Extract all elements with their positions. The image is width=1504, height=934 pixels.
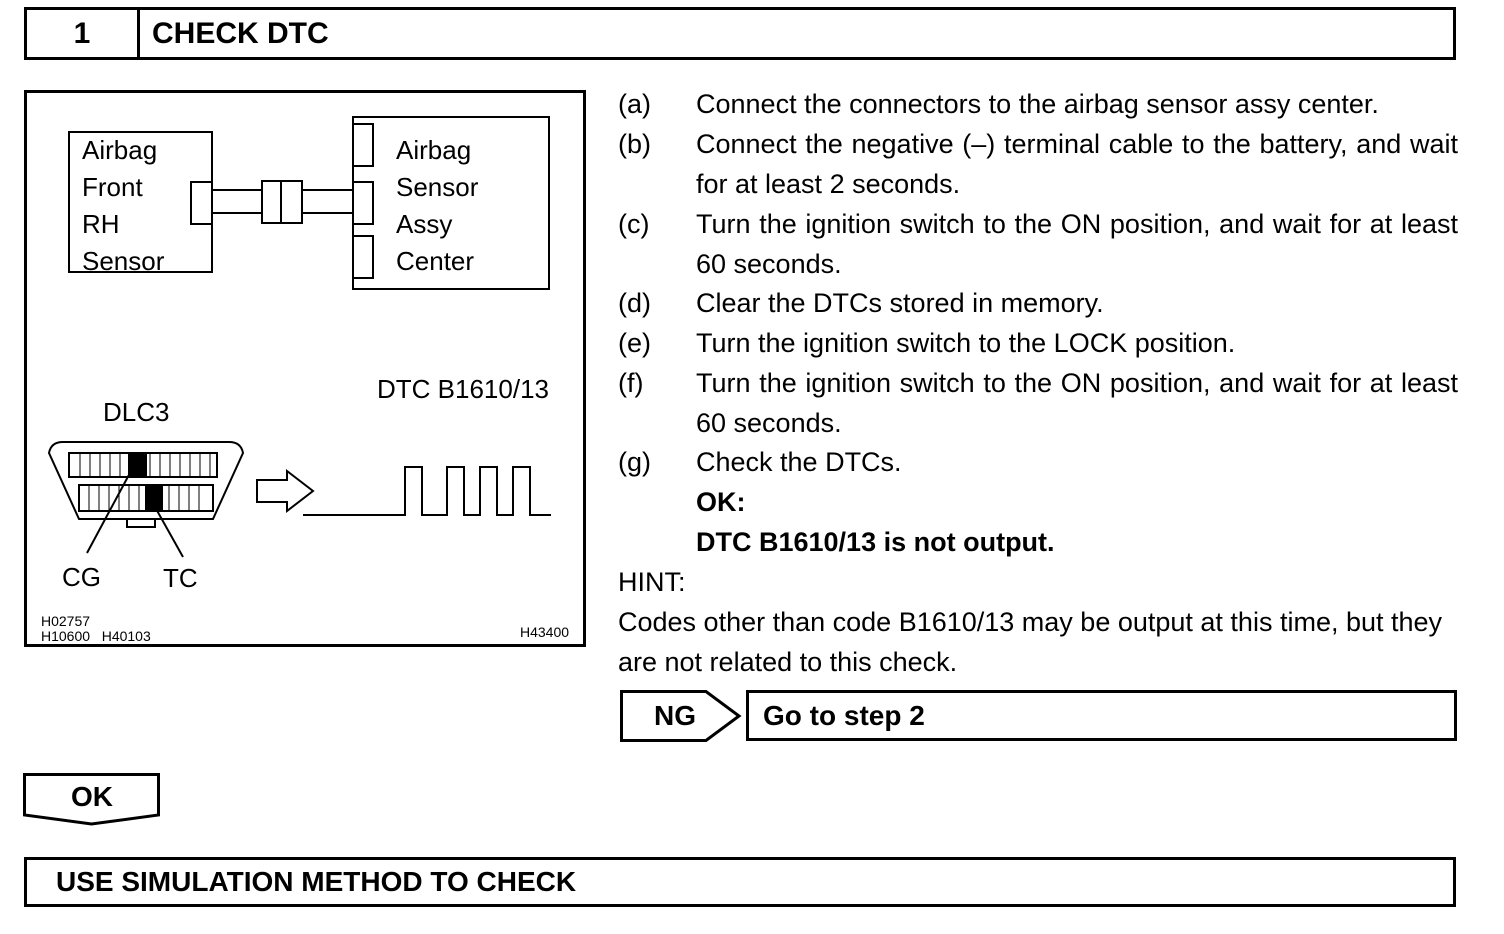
dtc-pulse-waveform [303, 466, 551, 516]
tc-terminal [145, 485, 163, 511]
signal-arrow [256, 468, 315, 514]
figure-code-left-2: H10600 H40103 [41, 628, 151, 644]
tc-terminal-label: TC [163, 563, 198, 593]
figure-code-left-1: H02757 [41, 613, 91, 629]
step-letter: (c) [618, 209, 650, 239]
tc-lead-line [154, 506, 184, 558]
step-letter: (f) [618, 368, 644, 398]
harness-connector [261, 180, 282, 224]
step-text: Connect the connectors to the airbag sen… [696, 89, 1379, 119]
ng-next-step-text: Go to step 2 [763, 699, 925, 731]
dtc-code-label: DTC B1610/13 [377, 374, 549, 404]
cg-lead-line [86, 470, 132, 554]
step-letter: (e) [618, 328, 651, 358]
center-sensor-label-4: Center [396, 246, 475, 276]
front-sensor-label-1: Airbag [82, 135, 158, 165]
front-sensor-label-3: RH [82, 209, 120, 239]
step-letter: (d) [618, 288, 651, 318]
hint-text: Codes other than code B1610/13 may be ou… [618, 607, 1443, 677]
step-letter: (g) [618, 447, 651, 477]
step-letter: (a) [618, 89, 651, 119]
cg-terminal-label: CG [62, 562, 101, 592]
figure-code-right: H43400 [520, 624, 570, 640]
step-text: Turn the ignition switch to the LOCK pos… [696, 328, 1236, 358]
ng-label: NG [654, 699, 696, 731]
center-sensor-label-1: Airbag [396, 135, 472, 165]
next-procedure-box: USE SIMULATION METHOD TO CHECK [24, 857, 1456, 907]
dlc3-connector-shape [47, 441, 245, 520]
front-sensor-label-4: Sensor [82, 246, 165, 276]
step-title: CHECK DTC [152, 16, 329, 50]
step-letter: (b) [618, 129, 651, 159]
center-sensor-label-3: Assy [396, 209, 453, 239]
next-procedure-text: USE SIMULATION METHOD TO CHECK [56, 866, 577, 897]
step-text: Clear the DTCs stored in memory. [696, 288, 1104, 318]
step-header: 1 CHECK DTC [24, 7, 1456, 60]
step-text: Connect the negative (–) terminal cable … [696, 129, 1458, 199]
step-number: 1 [27, 10, 140, 57]
ng-next-step-box: Go to step 2 [746, 690, 1457, 741]
hint-label: HINT: [618, 567, 686, 597]
center-sensor-label-2: Sensor [396, 172, 479, 202]
step-text: Turn the ignition switch to the ON posit… [696, 209, 1458, 279]
step-text: Check the DTCs. [696, 447, 902, 477]
wiring-diagram-drawing [47, 116, 551, 558]
ok-criteria-label: OK: [696, 487, 746, 517]
dlc3-label: DLC3 [103, 397, 170, 427]
ok-arrow-tab [23, 773, 160, 826]
ng-arrow-tab [620, 690, 742, 742]
ok-criteria-text: DTC B1610/13 is not output. [696, 527, 1055, 557]
cg-terminal [128, 453, 147, 477]
ok-label: OK [71, 781, 113, 812]
front-sensor-label-2: Front [82, 172, 143, 202]
wiring-diagram-figure: Airbag Front RH Sensor Airbag Sensor Ass… [24, 90, 586, 647]
step-text: Turn the ignition switch to the ON posit… [696, 368, 1458, 438]
